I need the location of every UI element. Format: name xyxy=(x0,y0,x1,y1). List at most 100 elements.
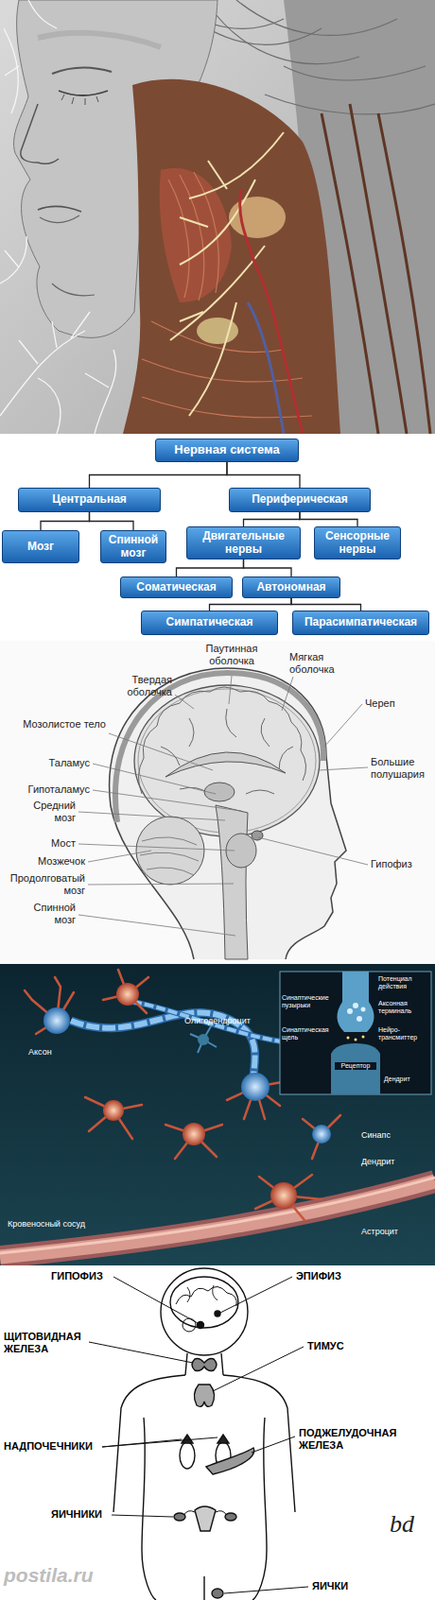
face-anatomy-art xyxy=(378,113,431,435)
face-anatomy-art xyxy=(0,0,435,435)
face-anatomy-art xyxy=(61,94,99,105)
endocrine-body-drawing xyxy=(102,1438,218,1448)
face-anatomy-art xyxy=(228,196,286,239)
face-anatomy-art xyxy=(85,373,109,388)
endocrine-body-drawing xyxy=(214,1311,221,1318)
face-anatomy-art xyxy=(0,236,27,284)
artist-signature: bd xyxy=(389,1511,432,1540)
brain-section-drawing xyxy=(108,733,213,771)
face-anatomy-art xyxy=(283,66,426,81)
brain-section-drawing xyxy=(0,641,435,965)
tree-connector xyxy=(40,512,90,531)
endocrine-body-drawing xyxy=(175,1287,237,1307)
brain-section-drawing xyxy=(78,812,226,821)
endocrine-body-drawing xyxy=(0,1266,435,1600)
face-anatomy-art xyxy=(170,245,265,341)
brain-part-label: Паутинная оболочка xyxy=(193,643,270,667)
brain-part-label: Мягкая оболочка xyxy=(289,651,350,676)
brain-part-label: Гипоталамус xyxy=(4,783,90,797)
neuron-illustration xyxy=(43,1008,70,1035)
endocrine-body-drawing xyxy=(225,1513,237,1522)
face-anatomy-art xyxy=(37,206,82,212)
face-anatomy-art xyxy=(141,359,303,383)
brain-section-drawing xyxy=(174,695,194,710)
tree-connector xyxy=(299,512,358,527)
face-anatomy-art xyxy=(4,250,19,268)
gland-label: ТИМУС xyxy=(307,1340,365,1354)
brain-part-label: Большие полушария xyxy=(370,756,430,781)
neuron-illustration xyxy=(85,1097,142,1140)
tree-box: Двигательные нервы xyxy=(186,526,301,560)
brain-section-drawing xyxy=(228,676,232,705)
gland-label: ЯИЧКИ xyxy=(312,1581,369,1594)
tree-box: Соматическая xyxy=(120,576,233,599)
endocrine-body-drawing xyxy=(183,1512,227,1517)
tree-box: Центральная xyxy=(17,487,161,513)
neuron-illustration xyxy=(279,972,432,1096)
neuron-illustration xyxy=(255,1175,322,1221)
endocrine-body-drawing xyxy=(251,1437,296,1454)
face-anatomy-art xyxy=(52,321,57,348)
brain-section-drawing xyxy=(251,831,263,841)
tree-box: Сенсорные нервы xyxy=(313,526,401,560)
neuron-illustration xyxy=(182,1123,206,1147)
face-anatomy-art xyxy=(37,378,61,435)
face-anatomy-art xyxy=(39,215,80,224)
brain-part-label: Средний мозг xyxy=(18,800,76,824)
synapse-label: Синаптическая щель xyxy=(281,1026,337,1043)
face-anatomy-art xyxy=(321,113,379,435)
neuron-illustration xyxy=(103,1100,124,1122)
brain-section-drawing xyxy=(138,687,306,795)
neuron-illustration xyxy=(336,972,374,1033)
brain-section-drawing xyxy=(281,677,294,712)
brain-section-drawing xyxy=(0,641,435,965)
face-anatomy-art xyxy=(3,28,18,114)
neuron-part-label: Синапс xyxy=(361,1131,422,1141)
endocrine-body-drawing xyxy=(170,1277,239,1329)
neuron-illustration xyxy=(0,964,435,1267)
box-text: Нервная система xyxy=(174,443,279,458)
face-anatomy-art xyxy=(179,160,227,322)
face-anatomy-art xyxy=(168,179,190,298)
tree-box: Автономная xyxy=(242,576,341,599)
face-anatomy-art xyxy=(247,302,284,435)
synapse-label: Нейро-трансмиттер xyxy=(378,1026,430,1043)
tree-connector xyxy=(291,598,362,611)
tree-connector xyxy=(209,598,293,611)
neuron-illustration xyxy=(312,1125,331,1145)
neuron-illustration xyxy=(354,1039,358,1043)
neuron-illustration xyxy=(352,1003,359,1010)
watermark: postila.ru xyxy=(3,1565,137,1588)
synapse-label: Аксонная терминаль xyxy=(378,1000,430,1016)
tree-connector xyxy=(226,462,300,488)
neuron-illustration xyxy=(347,1009,353,1015)
neuron-illustration xyxy=(302,1115,341,1160)
brain-part-label: Мозолистое тело xyxy=(20,718,106,731)
brain-part-label: Продолговатый мозг xyxy=(4,872,86,897)
neuron-illustration xyxy=(356,1016,363,1023)
face-anatomy-art xyxy=(20,104,59,164)
box-text: Центральная xyxy=(52,493,127,507)
endocrine-body-drawing xyxy=(224,1587,309,1595)
endocrine-body-drawing xyxy=(194,1507,216,1532)
neuron-illustration xyxy=(0,1178,435,1254)
brain-section-drawing xyxy=(109,668,347,960)
endocrine-body-drawing xyxy=(211,1589,224,1600)
face-anatomy-art xyxy=(0,330,86,417)
box-text: Мозг xyxy=(27,540,54,555)
neuron-illustration xyxy=(330,1044,381,1096)
face-anatomy-art xyxy=(122,79,341,435)
endocrine-body-drawing xyxy=(212,1347,304,1392)
brain-section-drawing xyxy=(319,767,368,771)
face-anatomy-art xyxy=(0,0,117,435)
box-text: Симпатическая xyxy=(166,616,254,630)
brain-part-label: Таламус xyxy=(14,757,90,770)
face-anatomy-art xyxy=(179,174,205,301)
box-text: Периферическая xyxy=(251,493,348,507)
neuron-illustration xyxy=(0,964,435,1267)
tree-box: Симпатическая xyxy=(140,610,279,636)
synapse-label: Синаптические пузырьки xyxy=(281,994,337,1010)
tree-connector xyxy=(89,462,228,488)
brain-section-drawing xyxy=(258,837,368,866)
face-anatomy-art xyxy=(141,397,313,418)
